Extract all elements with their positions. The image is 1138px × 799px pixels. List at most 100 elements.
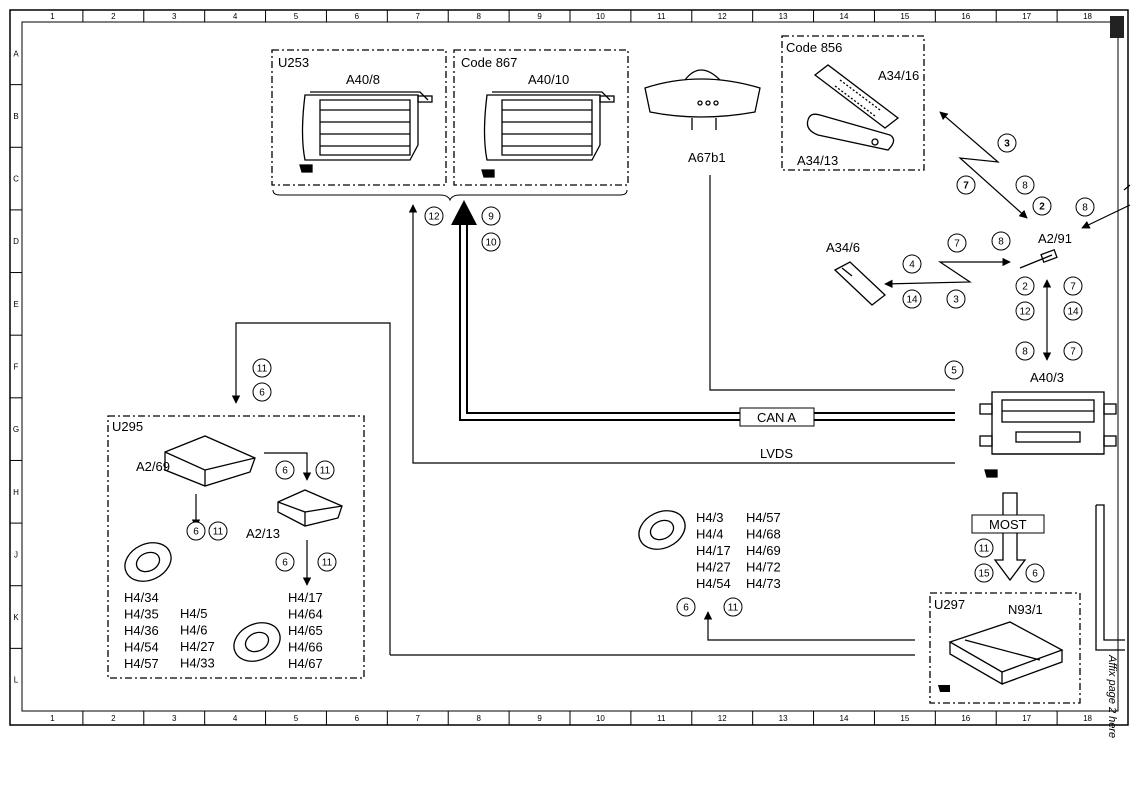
grid-col-label: 13 [779, 714, 788, 723]
grid-labels: 1122334455667788991010111112121313141415… [13, 12, 1093, 723]
wire-to-u295 [231, 322, 391, 655]
marker-number: 12 [428, 212, 440, 223]
most-bus [993, 492, 1027, 582]
wireless-phone-link [939, 111, 1028, 219]
head-unit-a40-3-icon [979, 391, 1117, 478]
module-a2-13-icon [277, 489, 343, 527]
grid-col-label: 5 [294, 12, 299, 21]
grid-col-label: 7 [416, 12, 421, 21]
label-a67b1: A67b1 [688, 150, 726, 165]
label-u295: U295 [112, 419, 143, 434]
display-a40-8-icon [299, 91, 433, 173]
marker-circle: 15 [974, 563, 994, 583]
grid-col-label: 9 [537, 714, 542, 723]
grid-col-label: 16 [961, 714, 970, 723]
can-a-bus-line-inner [466, 217, 955, 414]
grid-col-label: 11 [657, 12, 666, 21]
marker-circle: 12 [424, 206, 444, 226]
marker-circle: 5 [944, 360, 964, 380]
speaker-id: H4/35 [124, 607, 159, 622]
grid-row-label: H [13, 488, 19, 497]
marker-circle: 7 [1063, 341, 1083, 361]
speaker-center-icon [638, 510, 686, 550]
marker-number: 3 [1004, 139, 1010, 150]
grid-col-label: 14 [840, 12, 849, 21]
mirror-a67b1-icon [644, 69, 761, 130]
speaker-id: H4/65 [288, 623, 323, 638]
wire-u297-to-center-speakers [703, 611, 915, 641]
speaker-id: H4/72 [746, 560, 781, 575]
grid-col-label: 1 [50, 12, 55, 21]
can-a-arrow [451, 200, 477, 225]
speaker-id: H4/17 [696, 543, 731, 558]
wireless-handset-link [884, 257, 1011, 289]
marker-number: 11 [213, 527, 224, 538]
most-label: MOST [989, 517, 1027, 532]
marker-number: 11 [322, 558, 333, 569]
speaker-id: H4/69 [746, 543, 781, 558]
grid-col-label: 7 [416, 714, 421, 723]
grid-col-label: 3 [172, 12, 177, 21]
module-a2-69-icon [164, 435, 256, 487]
speaker-id: H4/73 [746, 576, 781, 591]
marker-circle: 8 [1075, 197, 1095, 217]
amplifier-n93-1-icon [948, 621, 1064, 686]
label-u297: U297 [934, 597, 965, 612]
marker-number: 6 [282, 466, 288, 477]
speaker-id: H4/3 [696, 510, 723, 525]
most-label-box [971, 514, 1045, 534]
marker-circle: 14 [1063, 301, 1083, 321]
marker-number: 4 [909, 260, 915, 271]
grid-col-label: 18 [1083, 714, 1092, 723]
speaker-id: H4/27 [180, 639, 215, 654]
can-a-label: CAN A [757, 410, 796, 425]
can-a-label-box [739, 407, 815, 427]
speaker-id: H4/54 [124, 640, 159, 655]
marker-number: 8 [1082, 203, 1088, 214]
grid-col-label: 5 [294, 714, 299, 723]
grid-row-label: G [13, 425, 19, 434]
marker-circle: 8 [1015, 341, 1035, 361]
grid-row-label: J [14, 550, 18, 559]
antenna-a2-91-icon [1019, 249, 1058, 269]
speaker-id: H4/67 [288, 656, 323, 671]
marker-number: 6 [259, 388, 265, 399]
speaker-id: H4/66 [288, 640, 323, 655]
marker-circle: 6 [1025, 563, 1045, 583]
speaker-id: H4/33 [180, 656, 215, 671]
marker-circle: 6 [275, 552, 295, 572]
speaker-id: H4/57 [124, 656, 159, 671]
box-u253 [271, 49, 447, 186]
label-a2-13: A2/13 [246, 526, 280, 541]
label-code856: Code 856 [786, 40, 842, 55]
marker-circle: 8 [991, 231, 1011, 251]
box-code856 [781, 35, 925, 171]
grid-col-label: 17 [1022, 12, 1031, 21]
grid-col-label: 15 [900, 714, 909, 723]
speaker-id: H4/27 [696, 560, 731, 575]
marker-number: 14 [906, 295, 918, 306]
grid-col-label: 4 [233, 12, 238, 21]
grid-row-label: K [13, 613, 19, 622]
grid-col-label: 13 [779, 12, 788, 21]
marker-circle: 7 [1063, 276, 1083, 296]
box-u295 [107, 415, 365, 679]
marker-circle: 3 [997, 133, 1017, 153]
speaker-id: H4/54 [696, 576, 731, 591]
drawing-frame [9, 9, 1129, 726]
marker-circle: 7 [947, 233, 967, 253]
grid-col-label: 10 [596, 714, 605, 723]
marker-number: 7 [954, 239, 960, 250]
phone-a34-16-icon [813, 64, 900, 129]
speaker-middle-icon [233, 622, 281, 662]
marker-circle: 6 [676, 597, 696, 617]
label-a40-10: A40/10 [528, 72, 569, 87]
marker-circle: 6 [252, 382, 272, 402]
marker-number: 6 [683, 603, 689, 614]
grid-row-label: A [13, 49, 19, 58]
grid-row-label: C [13, 175, 19, 184]
